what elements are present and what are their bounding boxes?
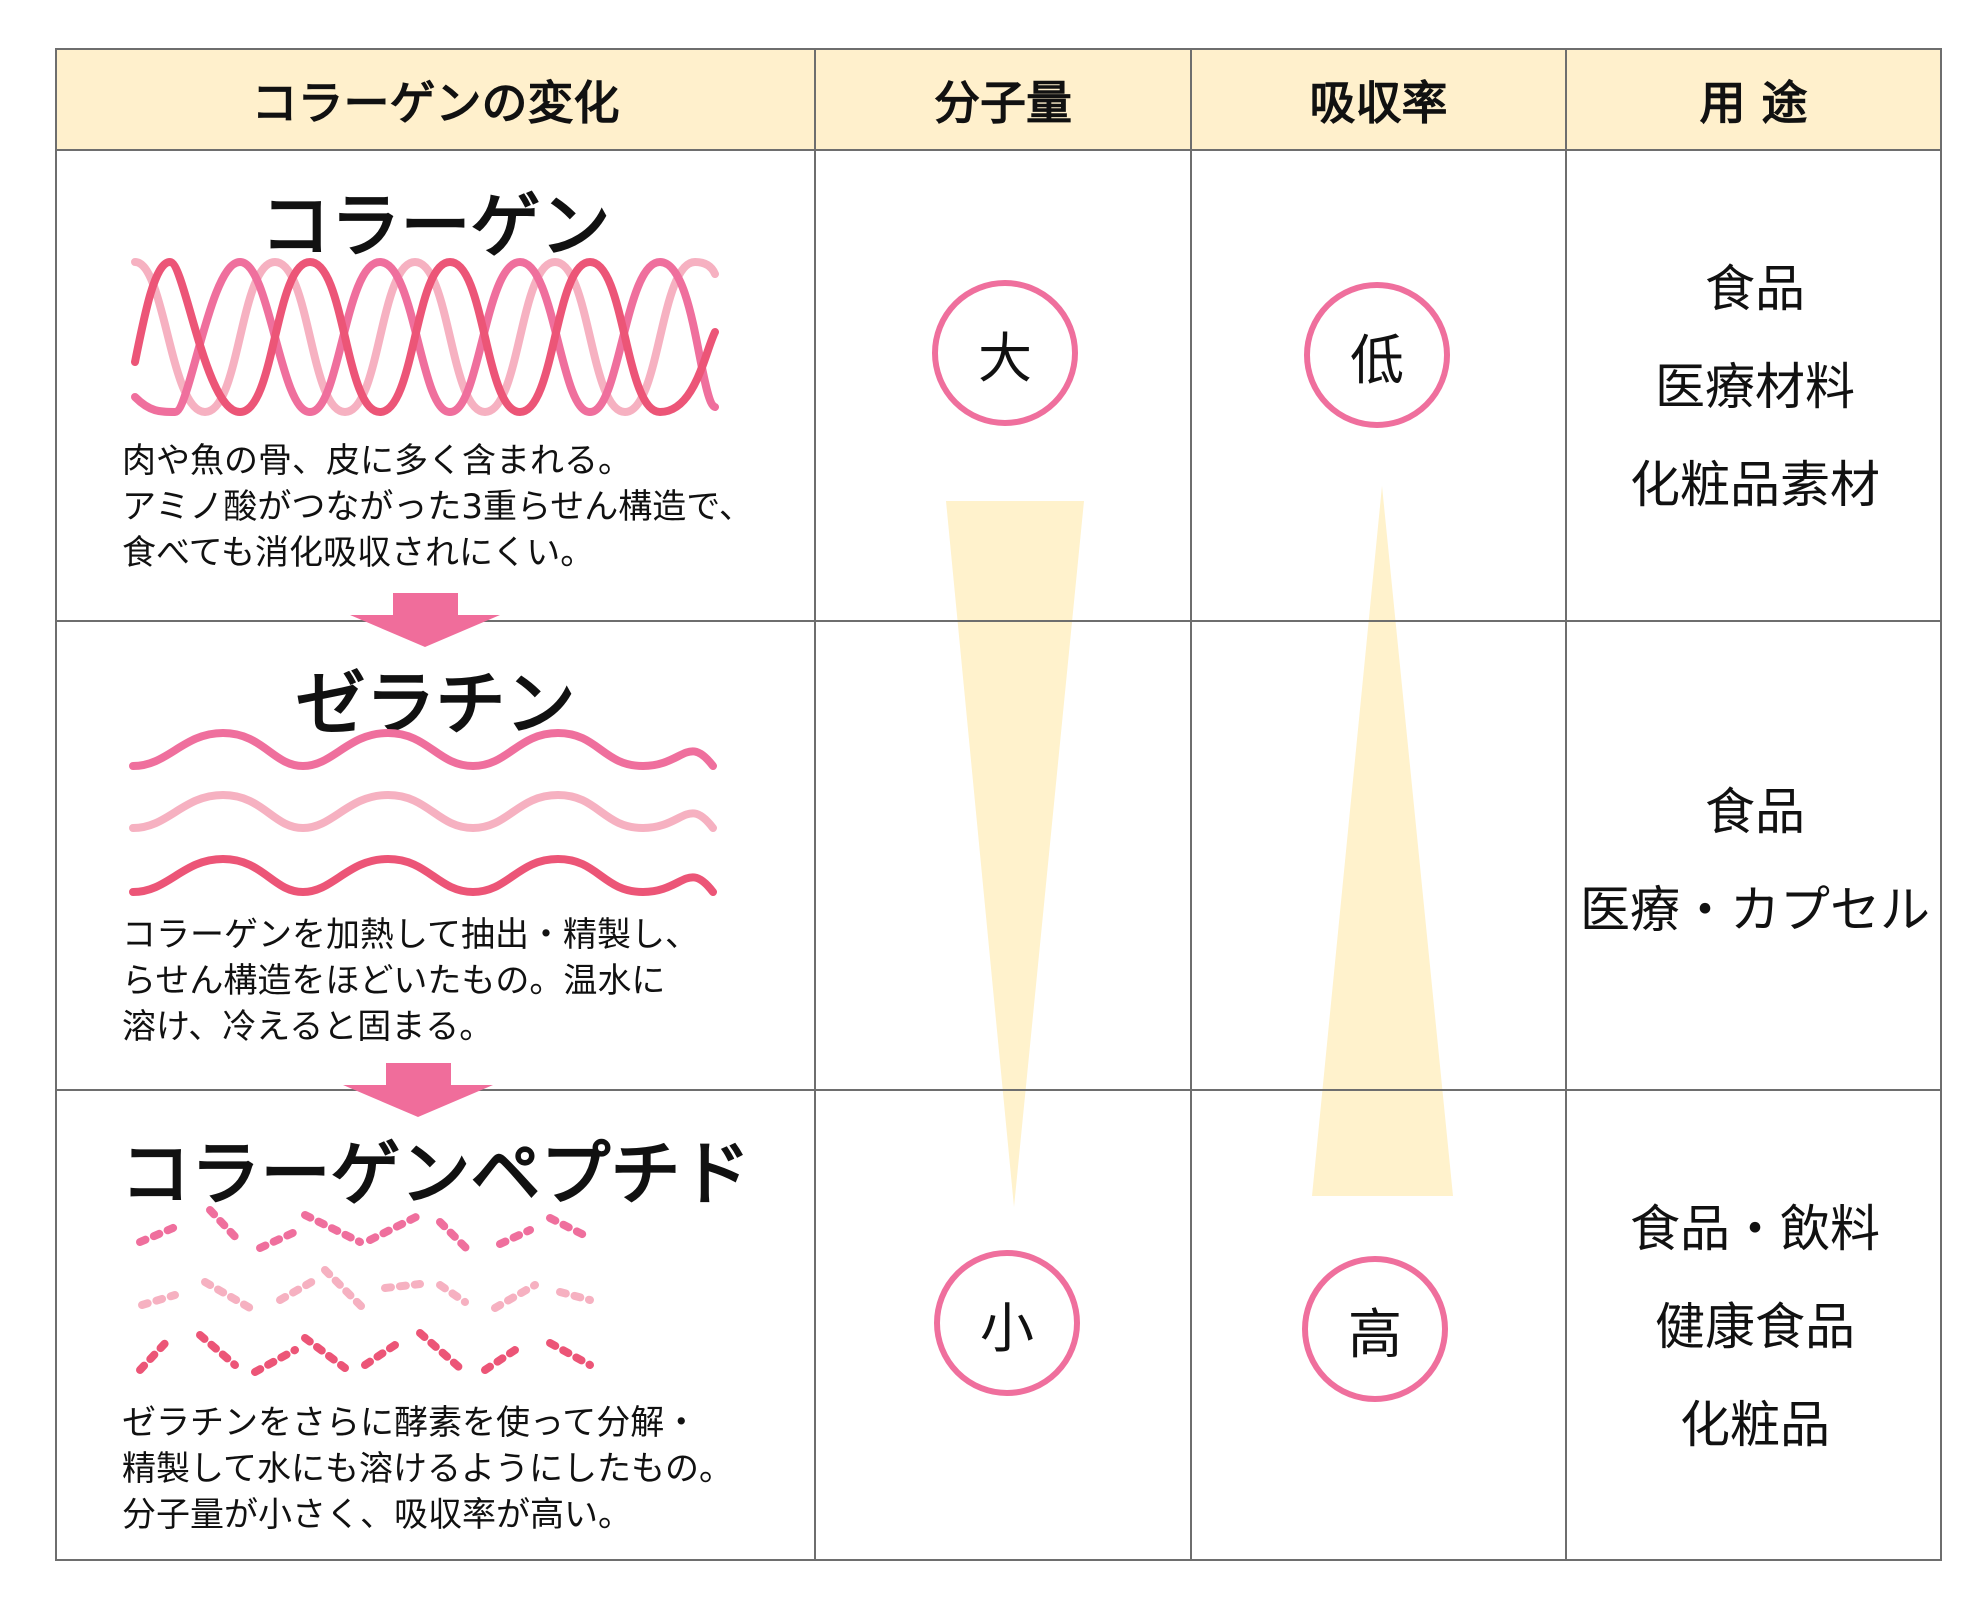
- collagen-description: 肉や魚の骨、皮に多く含まれる。 アミノ酸がつながった3重らせん構造で、 食べても…: [122, 441, 753, 573]
- comparison-table: [55, 48, 1942, 1561]
- collagen-title: コラーゲン: [260, 185, 611, 267]
- gelatin-title: ゼラチン: [295, 663, 576, 745]
- down-arrow-icon: [343, 1063, 493, 1117]
- gelatin-description: コラーゲンを加熱して抽出・精製し、 らせん構造をほどいたもの。温水に 溶け、冷え…: [122, 915, 699, 1047]
- column-divider-2: [1190, 48, 1192, 1561]
- header-divider: [55, 149, 1942, 151]
- molecular-weight-large-badge: 大: [932, 280, 1078, 426]
- use-item: 医療・カプセル: [1580, 881, 1930, 939]
- down-arrow-icon: [350, 593, 500, 647]
- column-divider-1: [814, 48, 816, 1561]
- use-item: 食品: [1705, 783, 1805, 841]
- uses-gelatin: 食品 医療・カプセル: [1568, 763, 1942, 959]
- absorption-low-badge: 低: [1304, 282, 1450, 428]
- use-item: 化粧品: [1680, 1396, 1830, 1454]
- triple-helix-illustration: [131, 257, 719, 417]
- use-item: 化粧品素材: [1630, 456, 1880, 514]
- header-absorption: 吸収率: [1309, 76, 1448, 130]
- header-background: [57, 50, 1940, 150]
- collagen-peptide-description: ゼラチンをさらに酵素を使って分解・ 精製して水にも溶けるようにしたもの。 分子量…: [122, 1403, 733, 1535]
- row-divider-2: [55, 1089, 1942, 1091]
- use-item: 食品・飲料: [1630, 1200, 1880, 1258]
- collagen-peptide-title: コラーゲンペプチド: [120, 1133, 751, 1215]
- header-uses: 用 途: [1699, 76, 1808, 130]
- use-item: 医療材料: [1655, 358, 1855, 416]
- absorption-high-badge: 高: [1302, 1256, 1448, 1402]
- header-molecular-weight: 分子量: [934, 76, 1072, 130]
- molecular-weight-small-badge: 小: [934, 1250, 1080, 1396]
- column-divider-3: [1565, 48, 1567, 1561]
- uses-collagen: 食品 医療材料 化粧品素材: [1568, 240, 1942, 534]
- uses-collagen-peptide: 食品・飲料 健康食品 化粧品: [1568, 1180, 1942, 1474]
- row-divider-1: [55, 620, 1942, 622]
- header-collagen-change: コラーゲンの変化: [251, 76, 620, 130]
- three-waves-illustration: [129, 728, 717, 897]
- use-item: 食品: [1705, 260, 1805, 318]
- use-item: 健康食品: [1655, 1298, 1855, 1356]
- dotted-fragments-illustration: [136, 1206, 594, 1376]
